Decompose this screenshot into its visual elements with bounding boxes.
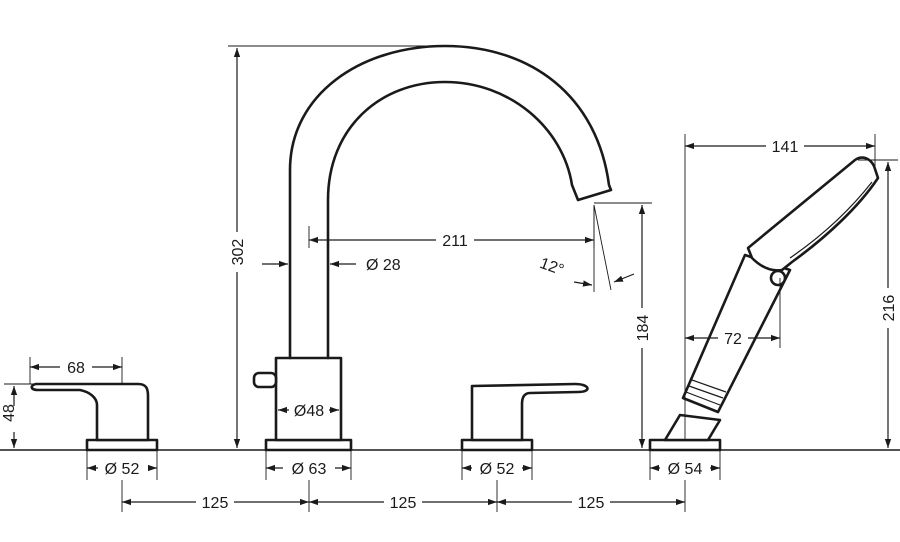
shower-nozzles (789, 181, 873, 259)
dim-base-right: Ø 52 (461, 450, 533, 480)
dim-shower-width-label: 141 (772, 139, 799, 156)
dim-spacing-3-label: 125 (578, 495, 605, 512)
right-handle-base (460, 438, 534, 452)
dim-base-left: Ø 52 (86, 450, 158, 480)
left-handle (30, 382, 159, 452)
dim-spacing-2-label: 125 (390, 495, 417, 512)
dim-spout-reach: 211 (308, 205, 595, 250)
dim-lever-width-label: 68 (67, 360, 85, 377)
right-handle-body (470, 382, 589, 442)
dim-shower-offset-label: 72 (724, 331, 742, 348)
dim-body-diameter: Ø48 (278, 400, 339, 420)
shower-base (648, 438, 722, 452)
dim-shower-offset: 72 (685, 278, 781, 348)
dim-body-diameter-label: Ø48 (294, 403, 324, 420)
spout-body (274, 356, 343, 442)
right-handle (460, 382, 589, 452)
dim-base-shower-label: Ø 54 (668, 461, 703, 478)
shower-ring (685, 379, 727, 406)
dim-base-spout-label: Ø 63 (292, 461, 327, 478)
left-handle-base (85, 438, 159, 452)
dim-lever-width: 68 (29, 357, 123, 384)
spout-neck (288, 44, 613, 360)
dim-spout-reach-label: 211 (442, 233, 468, 250)
dim-outlet-height: 184 (594, 202, 652, 448)
dim-base-left-label: Ø 52 (105, 461, 140, 478)
hand-shower (648, 156, 880, 452)
shower-button (769, 269, 787, 287)
dim-lever-height: 48 (1, 383, 36, 448)
spout (252, 44, 613, 452)
dim-lever-height-label: 48 (1, 404, 18, 422)
dim-outlet-height-label: 184 (635, 315, 652, 342)
dim-base-shower: Ø 54 (649, 450, 721, 480)
dim-shower-width: 141 (684, 134, 876, 440)
dim-spout-diameter: Ø 28 (262, 257, 401, 274)
shower-holder (663, 413, 722, 442)
dim-spout-angle: 12° (537, 204, 635, 292)
dim-base-right-label: Ø 52 (480, 461, 515, 478)
dim-spout-angle-label: 12° (537, 255, 566, 279)
dim-shower-height: 216 (858, 159, 898, 448)
dim-base-spout: Ø 63 (265, 450, 352, 480)
dim-spout-height: 302 (227, 45, 445, 448)
shower-head (746, 156, 880, 272)
dim-spacing-1-label: 125 (202, 495, 229, 512)
dim-spout-diameter-label: Ø 28 (366, 257, 401, 274)
dim-shower-height-label: 216 (881, 295, 898, 322)
dim-spout-height-label: 302 (230, 239, 247, 266)
spout-base (264, 438, 353, 452)
spout-knob (252, 371, 278, 389)
left-handle-body (30, 382, 150, 442)
dim-spacings: 125 125 125 (121, 480, 686, 512)
